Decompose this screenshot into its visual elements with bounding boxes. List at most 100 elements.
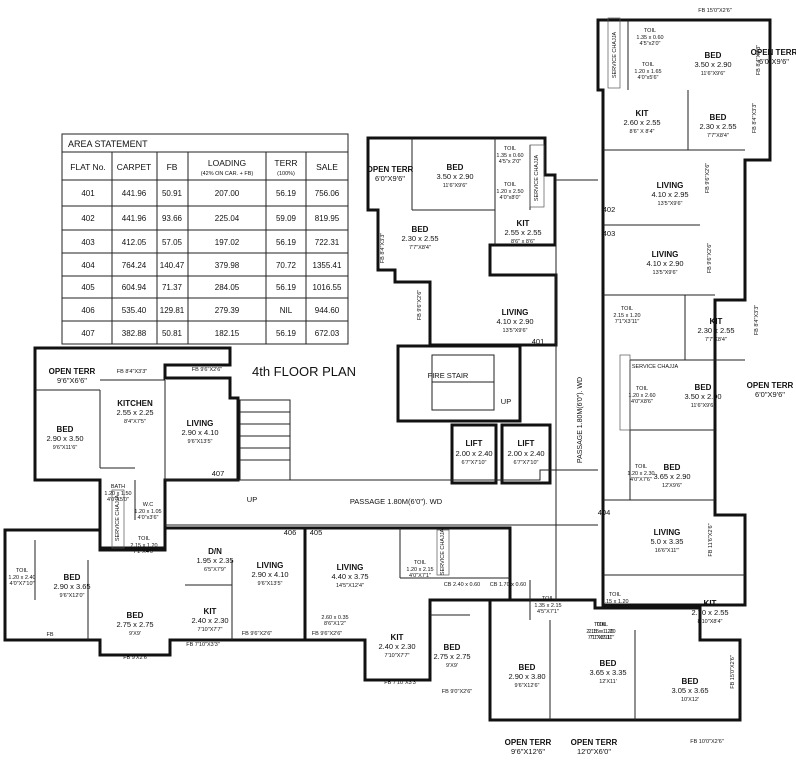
svg-text:6'7"X7'10": 6'7"X7'10" <box>514 460 539 466</box>
room-name: TOIL <box>542 596 554 602</box>
room-dims-imperial: 8'6" x 8'6" <box>511 239 535 245</box>
room-dims-imperial: 9'X9' <box>446 663 458 669</box>
room-dims: 1.20 x 1.50 <box>104 491 131 497</box>
room-dims: 1.35 x 0.60 <box>636 35 663 41</box>
room-dims: 6'0"X9'6" <box>759 57 789 66</box>
room-dims: 2.90 x 4.10 <box>181 428 218 437</box>
room-dims: 2.15 x 1.20 <box>586 629 613 635</box>
room-name: OPEN TERR <box>747 381 794 390</box>
table-cell: 756.06 <box>315 189 340 198</box>
flat-405: 405 <box>310 528 323 537</box>
room-name: TOIL <box>609 592 621 598</box>
hdr-loading: LOADING <box>208 158 246 168</box>
room-name: LIVING <box>657 181 684 190</box>
room-name: BED <box>695 383 712 392</box>
plan-title: 4th FLOOR PLAN <box>252 364 356 379</box>
room-dims: 1.35 x 0.60 <box>496 153 523 159</box>
table-cell: 819.95 <box>315 214 340 223</box>
fb-label: FB 9'X2'6" <box>123 655 149 661</box>
room-dims-imperial: 13'5"X9'6" <box>653 270 678 276</box>
room-name: BED <box>600 659 617 668</box>
room-name: OPEN TERR <box>49 367 96 376</box>
flat-403: 403 <box>603 229 616 238</box>
area-statement-title: AREA STATEMENT <box>68 139 148 149</box>
table-cell: 140.47 <box>160 261 185 270</box>
room-name: TOIL <box>504 182 516 188</box>
table-cell: 207.00 <box>215 189 240 198</box>
room-name: TOIL <box>504 146 516 152</box>
room-dims: 2.55 x 2.25 <box>116 408 153 417</box>
table-cell: 56.19 <box>276 238 297 247</box>
room-dims-imperial: 4'0"X8'6" <box>631 399 653 405</box>
table-cell: 70.72 <box>276 261 297 270</box>
room-dims-imperial: 12'X9'6" <box>662 483 682 489</box>
fb-label: FB 8'4"X3'3" <box>752 103 758 134</box>
room-dims-imperial: 7'1"X3'11" <box>590 635 615 641</box>
table-cell: NIL <box>280 306 293 315</box>
room-dims: 2.40 x 2.30 <box>378 642 415 651</box>
room-name: BED <box>447 163 464 172</box>
room-name: OPEN TERR <box>367 165 414 174</box>
room-name: BED <box>444 643 461 652</box>
table-cell: 56.19 <box>276 329 297 338</box>
room-dims-imperial: 7'1"X3'11" <box>603 605 628 611</box>
svg-text:2.00 x 2.40: 2.00 x 2.40 <box>455 449 492 458</box>
fb-label: FB 15'0"X2'6" <box>698 8 732 14</box>
flat-number-labels: 401 402 403 404 405 406 407 <box>212 205 616 537</box>
table-cell: 56.19 <box>276 189 297 198</box>
room-dims-imperial: 12'X11' <box>599 679 617 685</box>
room-dims: 1.95 x 2.35 <box>196 556 233 565</box>
room-name: LIVING <box>257 561 284 570</box>
svg-text:LIFT: LIFT <box>466 439 483 448</box>
table-cell: 412.05 <box>122 238 147 247</box>
room-dims-imperial: 8'4"X7'5" <box>124 419 146 425</box>
flat-407: 407 <box>212 469 225 478</box>
fb-label: FB 7'10"X3'3" <box>186 642 220 648</box>
fb-label: FB 8'4"X3'3" <box>380 233 386 264</box>
room-name: TOIL <box>138 536 150 542</box>
fb-label: FB 11'6"X2'6" <box>708 523 714 556</box>
room-dims: 3.65 x 3.35 <box>589 668 626 677</box>
svg-text:6'7"X7'10": 6'7"X7'10" <box>462 460 487 466</box>
table-cell: 284.05 <box>215 283 240 292</box>
room-name: BED <box>705 51 722 60</box>
room-name: W.C <box>143 502 153 508</box>
room-name: TOIL <box>642 62 654 68</box>
room-dims: 2.15 x 1.20 <box>613 313 640 319</box>
room-dims-imperial: 4'0"x8'0" <box>500 195 521 201</box>
walls <box>3 17 772 722</box>
flat-406: 406 <box>284 528 297 537</box>
table-cell: 225.04 <box>215 214 240 223</box>
table-cell: 182.15 <box>215 329 240 338</box>
room-dims-imperial: 4'0"X7'1" <box>409 573 431 579</box>
room-name: KIT <box>204 607 217 616</box>
room-dims-imperial: 4'5"x2'0" <box>640 41 661 47</box>
table-cell: 379.98 <box>215 261 240 270</box>
table-cell: 535.40 <box>122 306 147 315</box>
room-name: OPEN TERR <box>505 738 552 747</box>
room-dims: 3.50 x 2.90 <box>694 60 731 69</box>
fb-label: FB 8'4"X3'3" <box>117 369 148 375</box>
room-name: LIVING <box>652 250 679 259</box>
room-name: LIVING <box>502 308 529 317</box>
room-dims-imperial: 7'7"X8'4" <box>409 245 431 251</box>
room-dims: 2.15 x 1.20 <box>601 599 628 605</box>
room-dims: 1.20 x 2.60 <box>628 393 655 399</box>
table-cell: 1016.55 <box>313 283 342 292</box>
hdr-flat-no: FLAT No. <box>70 162 106 172</box>
room-dims: 3.50 x 2.90 <box>684 392 721 401</box>
lift-1: LIFT 2.00 x 2.40 6'7"X7'10" <box>455 439 492 466</box>
room-dims-imperial: 4'5"X7'1" <box>537 609 559 615</box>
fb-label: FB 9'6"X2'6" <box>417 290 423 321</box>
table-cell: 382.88 <box>122 329 147 338</box>
room-dims-imperial: 14'5"X12'4" <box>336 583 364 589</box>
service-chajja-labels: SERVICE CHAJJA SERVICE CHAJJA SERVICE CH… <box>115 31 679 575</box>
room-dims: 2.75 x 2.75 <box>433 652 470 661</box>
room-dims-imperial: 16'6"X11'" <box>655 548 680 554</box>
room-dims: 2.75 x 2.75 <box>116 620 153 629</box>
room-dims-imperial: 11'6"X9'6" <box>701 71 726 77</box>
room-dims: 1.20 x 2.15 <box>406 567 433 573</box>
table-cell: 764.24 <box>122 261 147 270</box>
table-cell: 441.96 <box>122 189 147 198</box>
room-name: TOIL <box>636 386 648 392</box>
